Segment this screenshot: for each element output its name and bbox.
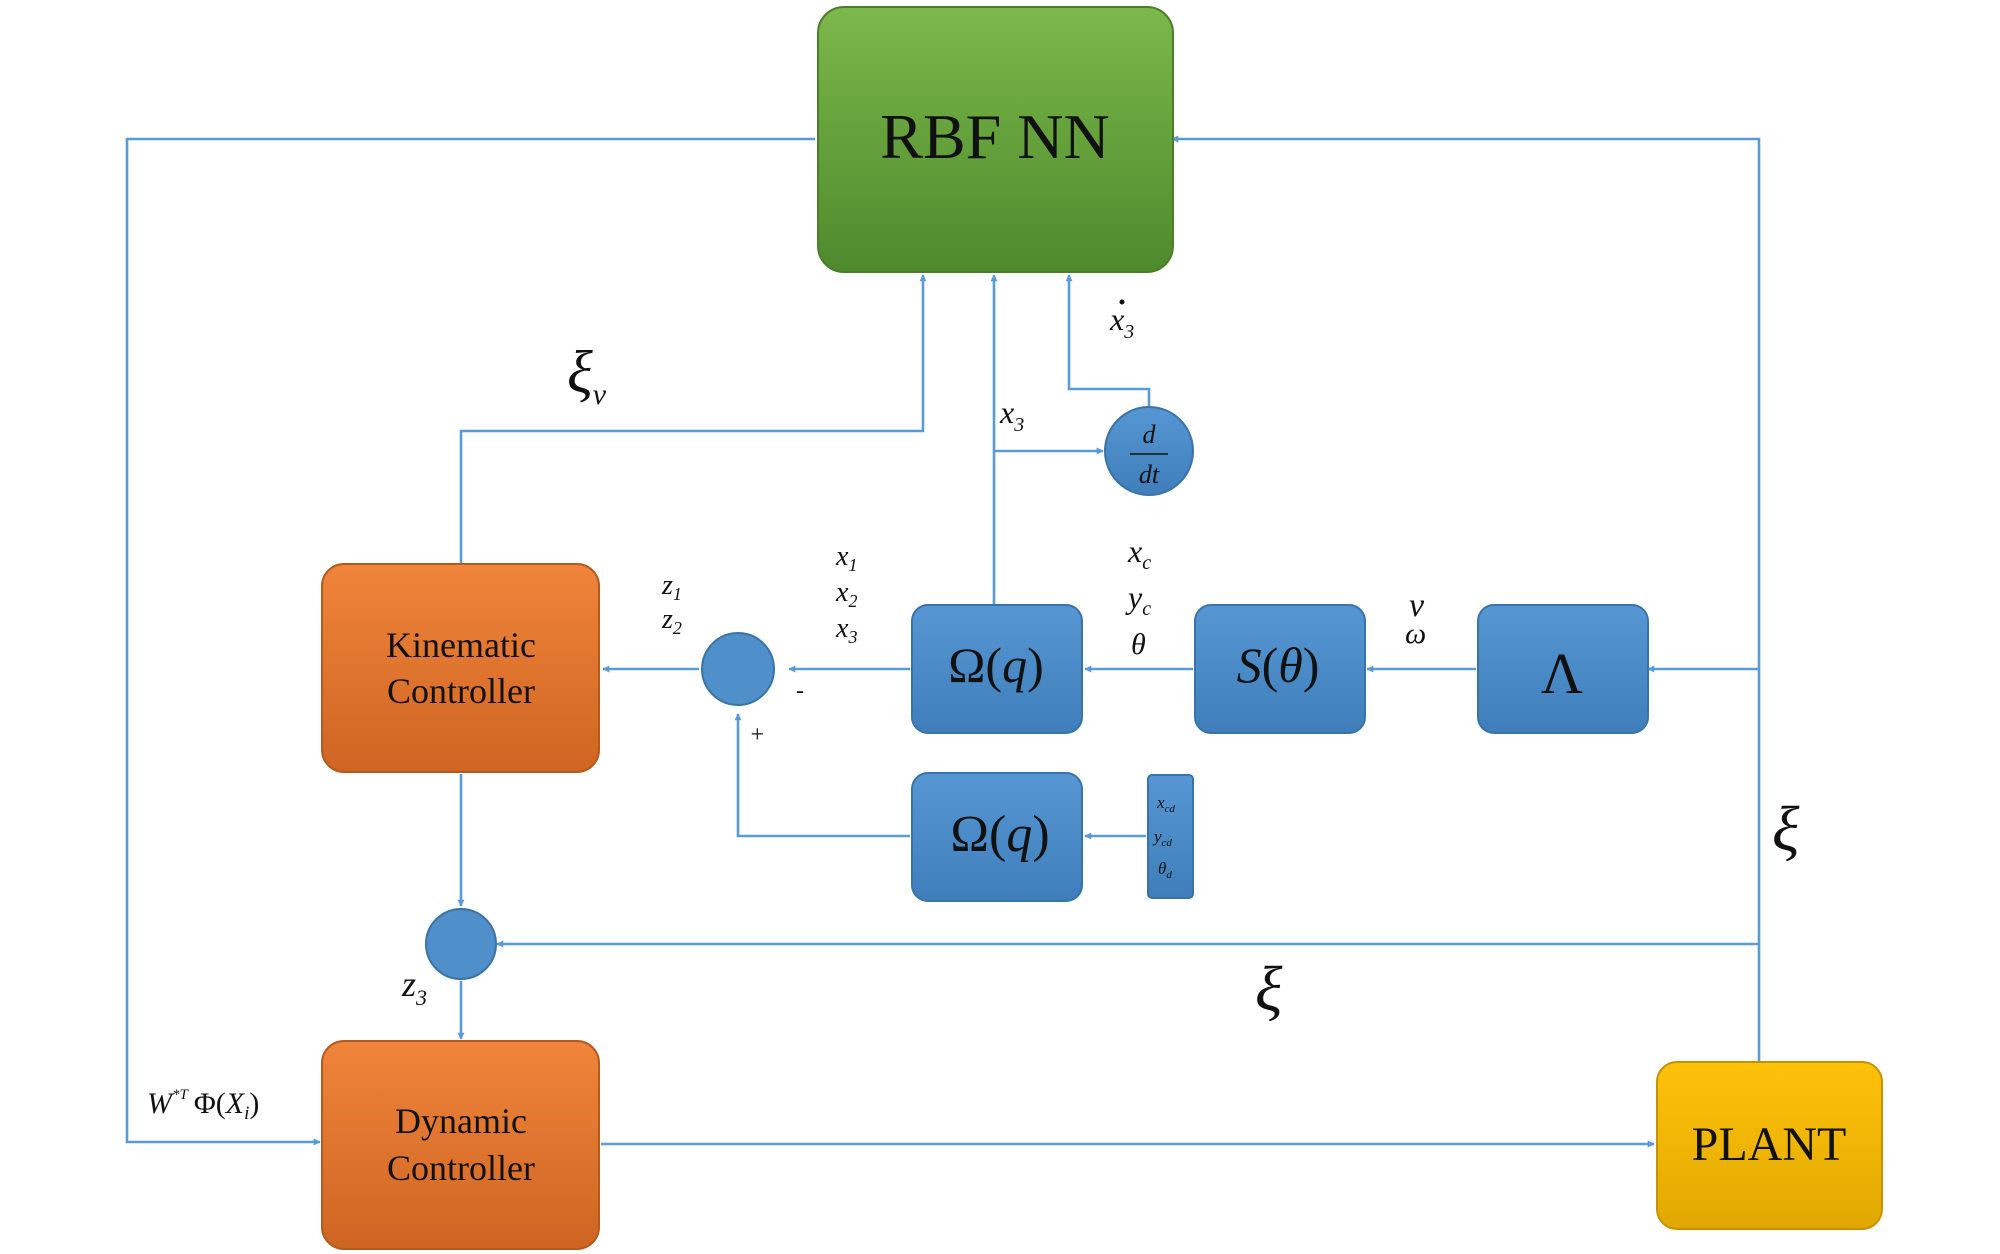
ref-ycd-label: ycd [1152, 827, 1172, 849]
theta-label: θ [1131, 628, 1146, 661]
kinematic-label-line2: Controller [387, 671, 535, 711]
deriv-numerator: d [1143, 420, 1157, 449]
rbf-nn-block: RBF NN [817, 6, 1174, 273]
lambda-label: Λ [1541, 641, 1583, 706]
dynamic-controller-block: Dynamic Controller [321, 1040, 600, 1250]
omega-q-lower-label: Ω(q) [950, 806, 1049, 863]
lambda-block: Λ [1477, 604, 1649, 734]
plant-block: PLANT [1656, 1061, 1883, 1230]
x3-dot-label: x3 [1109, 301, 1134, 343]
xi-v-label: ξv [567, 339, 607, 411]
reference-vector-block: xcd ycd θd [1147, 774, 1194, 899]
plant-label: PLANT [1692, 1118, 1847, 1171]
summing-junction-error [701, 632, 775, 706]
ref-thetad-label: θd [1158, 859, 1172, 881]
wire-plant-to-rbf [1171, 135, 1761, 1077]
derivative-block: d dt [1104, 406, 1194, 496]
kinematic-controller-block: Kinematic Controller [321, 563, 600, 773]
ref-xcd-label: xcd [1156, 793, 1175, 815]
omega-label: ω [1405, 617, 1426, 650]
omega-q-upper-label: Ω(q) [948, 637, 1043, 693]
x3-out-label: x3 [835, 613, 857, 647]
omega-q-block-upper: Ω(q) [911, 604, 1083, 734]
x3-dot-mark [1119, 299, 1125, 305]
yc-label: yc [1125, 579, 1151, 620]
x1-label: x1 [835, 541, 857, 575]
wire-kinematic-to-rbf [459, 274, 927, 564]
kinematic-label-line1: Kinematic [386, 625, 536, 665]
v-label: v [1409, 587, 1425, 624]
wire-rbf-to-dynamic [125, 137, 815, 1146]
wire-deriv-to-rbf [1065, 274, 1151, 407]
s-theta-label: S(θ) [1237, 637, 1320, 693]
deriv-denominator: dt [1139, 460, 1160, 489]
s-theta-block: S(θ) [1194, 604, 1366, 734]
rbf-nn-label: RBF NN [880, 101, 1109, 172]
minus-sign: - [796, 678, 804, 704]
plus-sign: + [749, 722, 765, 748]
omega-q-block-lower: Ω(q) [911, 772, 1083, 902]
summing-junction-z3 [425, 908, 497, 980]
z2-label: z2 [661, 604, 682, 638]
xi-right-label: ξ [1772, 793, 1800, 864]
z3-label: z3 [401, 964, 427, 1010]
dynamic-label-line1: Dynamic [395, 1101, 527, 1141]
wire-omega2-to-sum1 [734, 713, 910, 838]
x2-label: x2 [835, 577, 857, 611]
x3-label: x3 [999, 394, 1024, 436]
xi-bottom-label: ξ [1255, 953, 1283, 1024]
z1-label: z1 [661, 570, 682, 604]
dynamic-label-line2: Controller [387, 1148, 535, 1188]
xc-label: xc [1127, 533, 1151, 574]
